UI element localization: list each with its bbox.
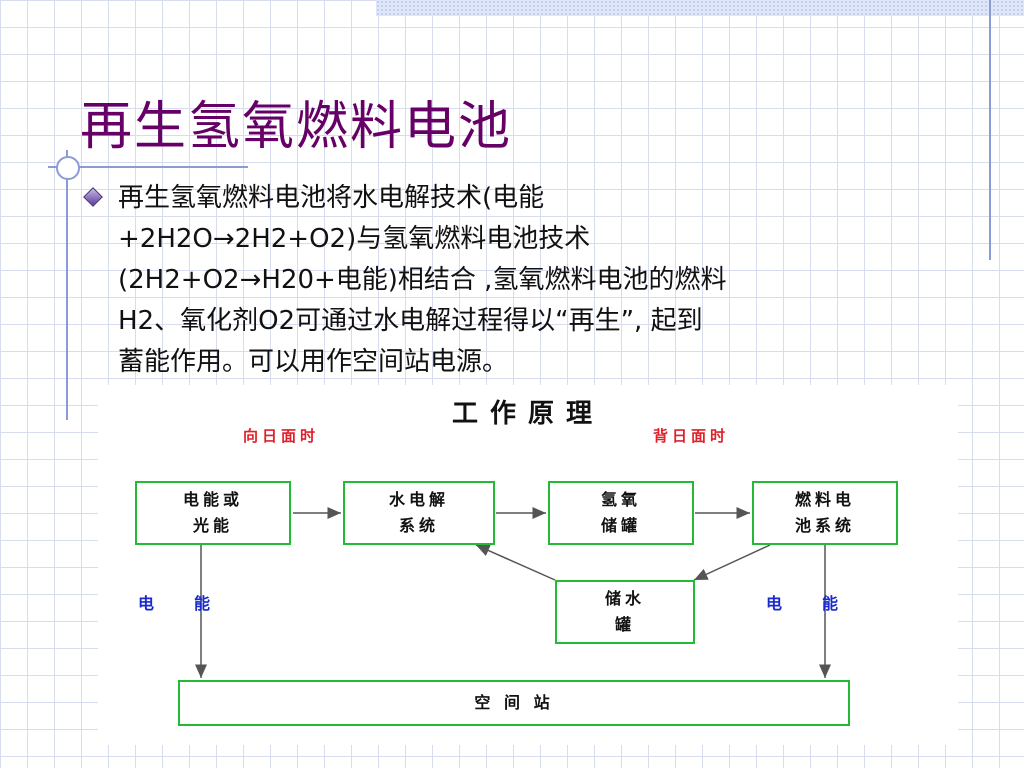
bullet-paragraph: 再生氢氧燃料电池将水电解技术(电能 +2H2O→2H2+O2)与氢氧燃料电池技术…	[118, 183, 727, 377]
hydrogen-oxygen-tank-box: 氢氧 储罐	[548, 481, 694, 545]
working-principle-diagram: 工作原理 向日面时 背日面时 电能或 光能 水电解 系统 氢氧 储罐 燃料电 池…	[98, 385, 958, 745]
space-station-box: 空 间 站	[178, 680, 850, 726]
diagram-title: 工作原理	[451, 399, 604, 429]
night-side-label: 背日面时	[653, 427, 730, 445]
fuel-cell-system-box: 燃料电 池系统	[752, 481, 898, 545]
energy-label-right: 电能	[766, 594, 879, 613]
day-side-label: 向日面时	[243, 427, 320, 445]
water-tank-box: 储水 罐	[555, 580, 695, 644]
electrolysis-system-box: 水电解 系统	[343, 481, 495, 545]
slide-title: 再生氢氧燃料电池	[80, 97, 513, 157]
left-accent-line	[66, 150, 68, 420]
energy-label-left: 电能	[138, 594, 251, 613]
arrow-water-to-electrolysis	[475, 544, 556, 581]
top-decorative-band	[376, 0, 1024, 16]
diamond-bullet-icon	[83, 187, 103, 207]
power-source-box: 电能或 光能	[135, 481, 291, 545]
title-underline	[48, 166, 248, 168]
right-accent-line	[989, 0, 991, 260]
diagram-arrows	[195, 507, 831, 678]
arrow-fuelcell-to-water	[693, 544, 771, 581]
circle-ornament-icon	[56, 156, 80, 180]
